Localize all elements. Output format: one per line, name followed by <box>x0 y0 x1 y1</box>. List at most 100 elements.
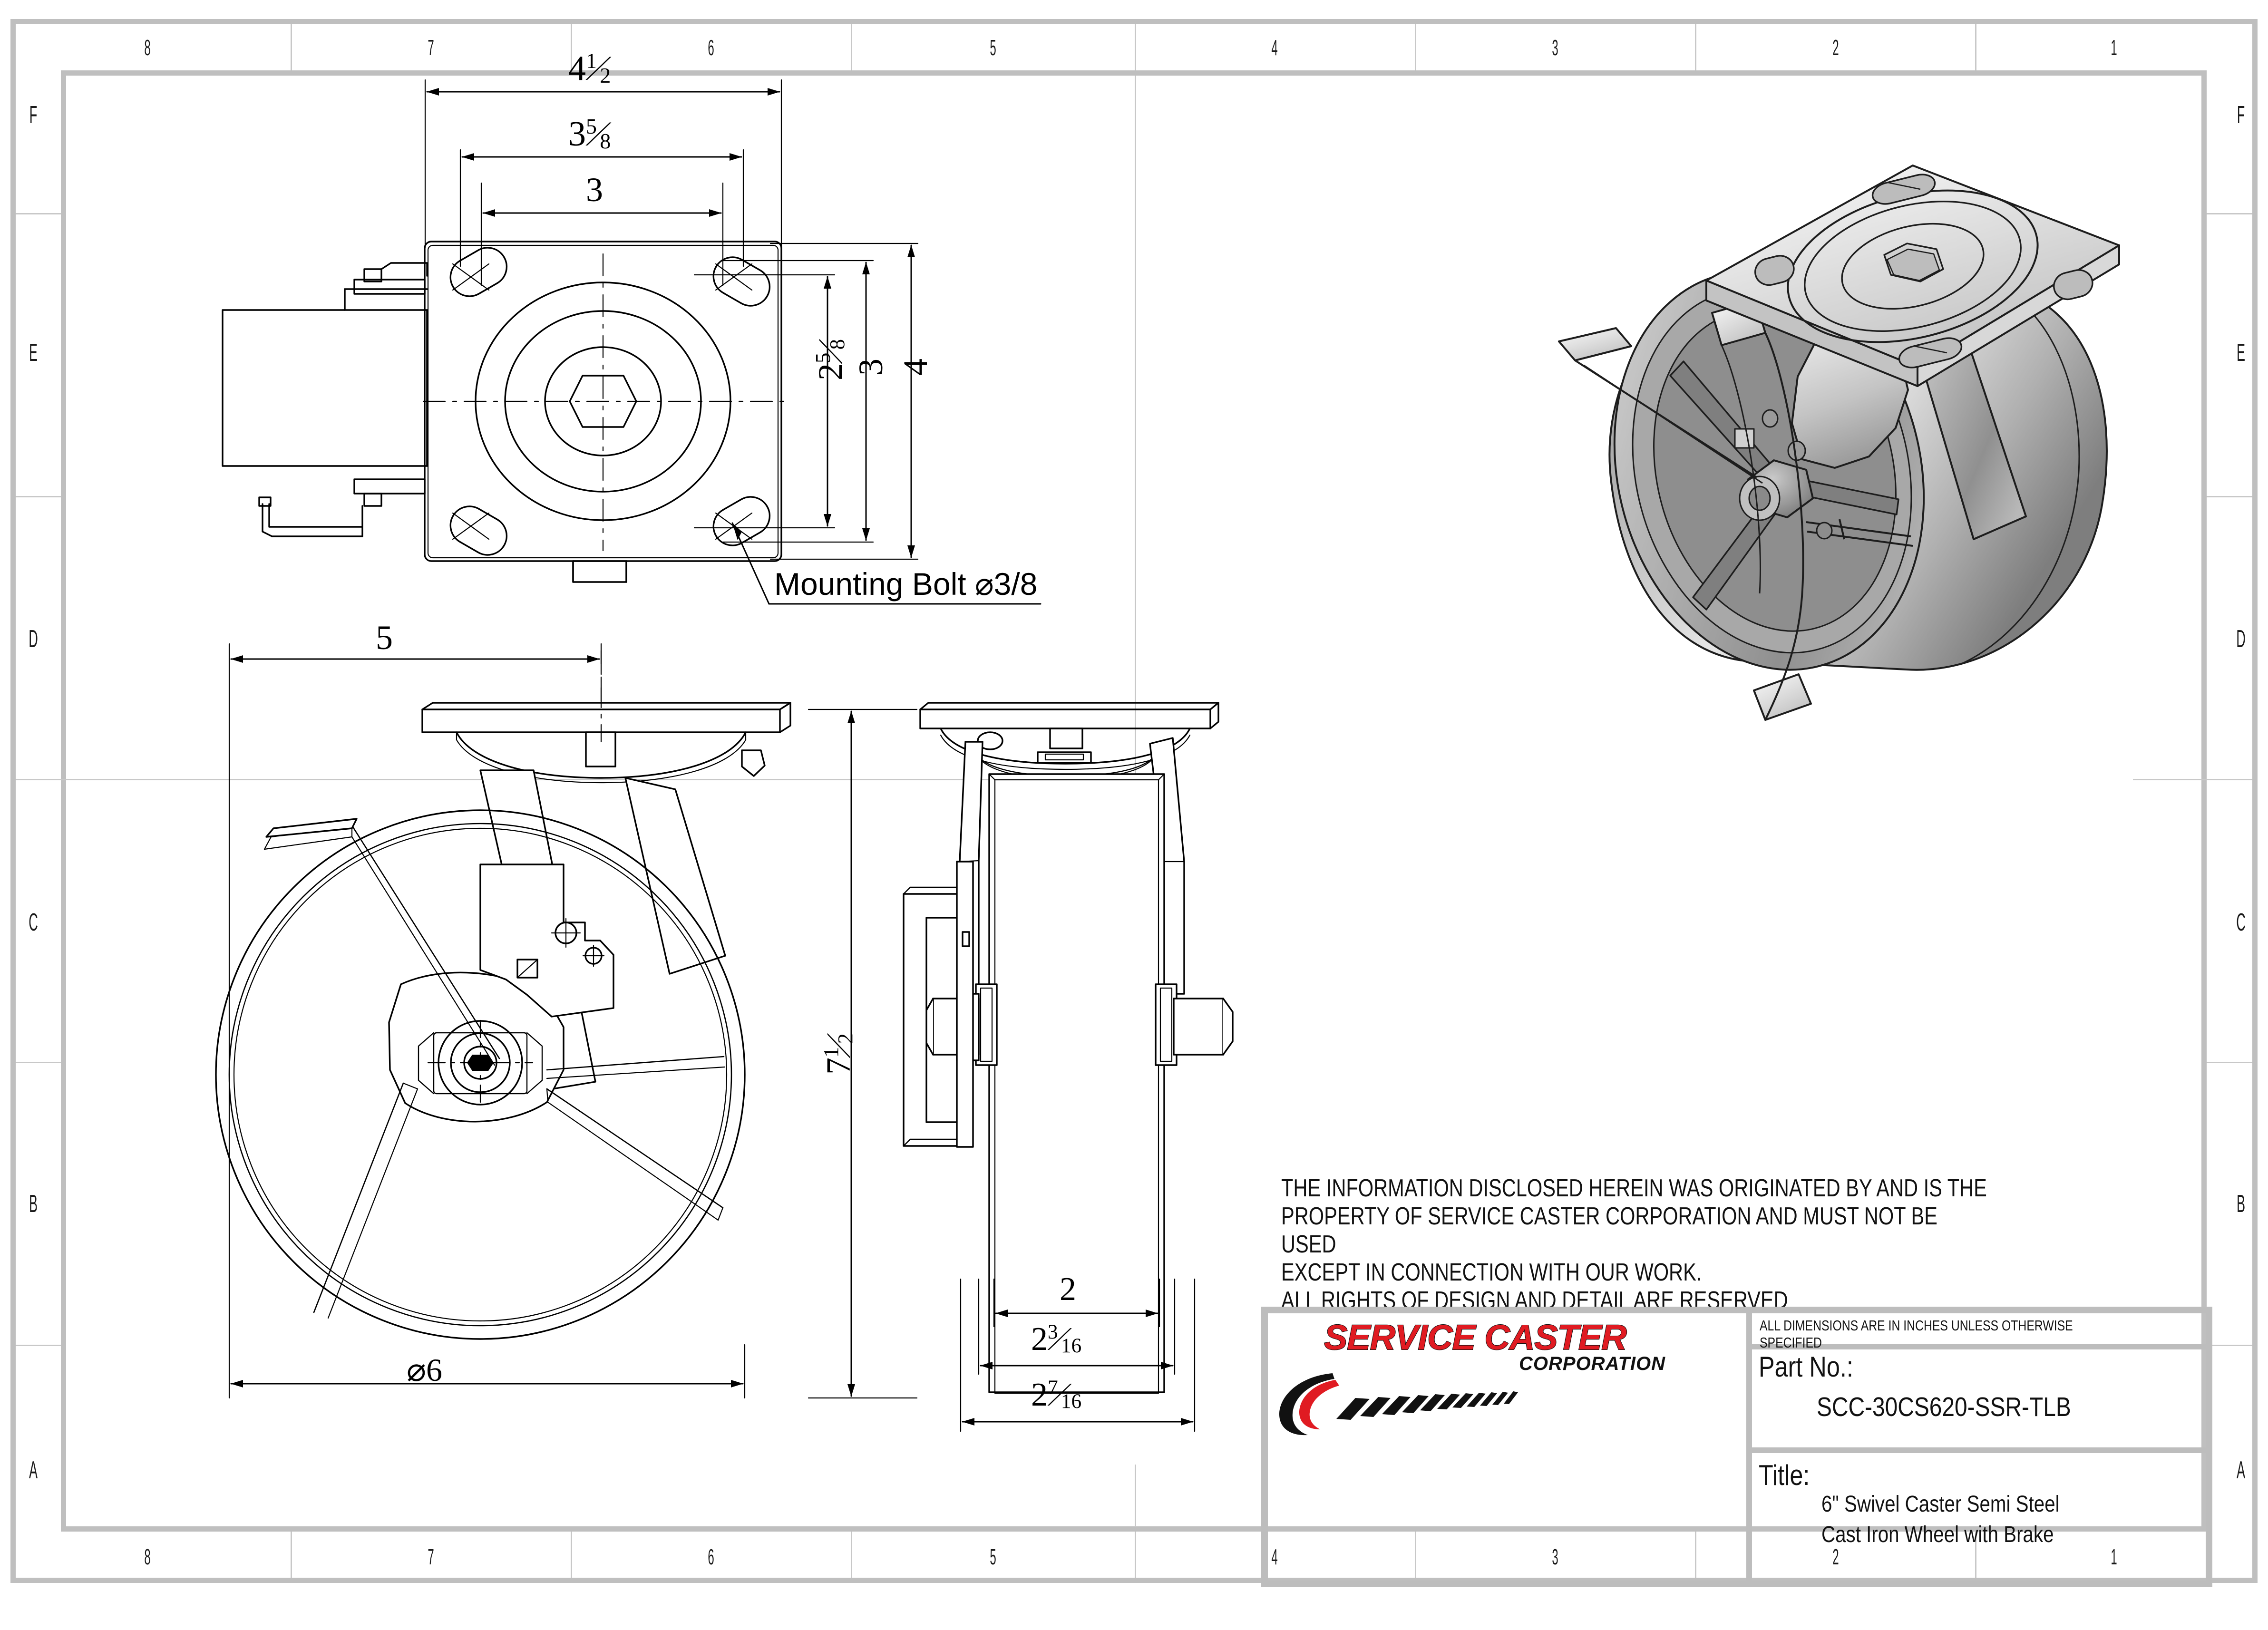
zone-number-bottom-6: 6 <box>708 1544 714 1569</box>
drawing-title-line-2: Cast Iron Wheel with Brake <box>1821 1522 2054 1547</box>
title-block: SERVICE CASTER CORPORATION ALL DIMENSION… <box>1261 1307 2212 1587</box>
title-block-border-left <box>1261 1307 1268 1587</box>
dim-plate-width-overall <box>424 79 782 248</box>
logo-swoosh-graphic <box>1279 1373 1518 1436</box>
zone-letter-right-D: D <box>2236 625 2246 653</box>
dim-bolt-span-vertical <box>693 274 836 529</box>
zone-tick-top-7 <box>1975 24 1976 70</box>
zone-letter-right-A: A <box>2236 1456 2246 1484</box>
zone-number-bottom-5: 5 <box>990 1544 996 1569</box>
zone-tick-bottom-3 <box>851 1532 852 1578</box>
zone-tick-bottom-1 <box>291 1532 292 1578</box>
units-note: ALL DIMENSIONS ARE IN INCHES UNLESS OTHE… <box>1760 1317 2202 1351</box>
border-outer-bottom <box>10 1578 2258 1583</box>
border-outer-left <box>10 19 16 1583</box>
side-elevation-view-geometry <box>215 650 791 1340</box>
sheet-center-split-lower <box>1135 1465 1136 1527</box>
disclaimer-line-2: PROPERTY OF SERVICE CASTER CORPORATION A… <box>1281 1203 1937 1258</box>
disclaimer-line-1: THE INFORMATION DISCLOSED HEREIN WAS ORI… <box>1281 1174 1987 1202</box>
zone-tick-top-4 <box>1135 24 1136 70</box>
zone-number-top-3: 3 <box>1552 35 1558 60</box>
zone-letter-right-C: C <box>2236 909 2246 936</box>
zone-tick-bottom-4 <box>1135 1532 1136 1578</box>
units-note-text: ALL DIMENSIONS ARE IN INCHES UNLESS OTHE… <box>1760 1317 2073 1351</box>
zone-number-bottom-3: 3 <box>1552 1544 1558 1569</box>
title-block-border-right <box>2206 1307 2212 1587</box>
part-number-value: SCC-30CS620-SSR-TLB <box>1817 1392 2071 1422</box>
zone-tick-left-4 <box>16 1062 61 1063</box>
dim-swivel-offset-width <box>228 643 602 1399</box>
zone-number-top-6: 6 <box>708 35 714 60</box>
sheet-center-split-upper <box>1135 76 1136 779</box>
drawing-title-line-1: 6" Swivel Caster Semi Steel <box>1821 1492 2060 1517</box>
zone-tick-right-3 <box>2207 779 2252 780</box>
zone-number-bottom-8: 8 <box>144 1544 151 1569</box>
dim-plate-depth-inner <box>722 260 874 543</box>
leader-label-mounting-bolt: Mounting Bolt ⌀3/8 <box>774 566 1038 602</box>
zone-tick-left-1 <box>16 213 61 214</box>
zone-letter-right-B: B <box>2236 1190 2246 1218</box>
zone-letter-left-F: F <box>29 101 38 129</box>
isometric-3d-view-geometry <box>1558 165 2120 721</box>
dim-wheel-diameter <box>230 1344 746 1399</box>
title-block-divider-vertical <box>1746 1313 1752 1581</box>
logo-sub-text: CORPORATION <box>1519 1353 1666 1374</box>
disclaimer-line-3: EXCEPT IN CONNECTION WITH OUR WORK. <box>1281 1259 1702 1286</box>
service-caster-logo <box>1276 1369 1733 1436</box>
zone-number-top-2: 2 <box>1832 35 1839 60</box>
dim-label-wheel-diameter: ⌀6 <box>407 1352 442 1388</box>
zone-letter-left-D: D <box>29 625 38 653</box>
title-block-divider-units <box>1752 1344 2206 1349</box>
zone-letter-right-F: F <box>2237 101 2245 129</box>
top-plan-view-geometry <box>222 241 786 583</box>
zone-number-top-1: 1 <box>2111 35 2117 60</box>
zone-letter-left-B: B <box>29 1190 38 1218</box>
zone-letter-left-E: E <box>29 339 38 367</box>
zone-number-top-4: 4 <box>1271 35 1278 60</box>
zone-tick-right-4 <box>2207 1062 2252 1063</box>
border-inner-top <box>61 70 2207 76</box>
zone-tick-left-2 <box>16 496 61 497</box>
zone-tick-top-1 <box>291 24 292 70</box>
title-block-border-bottom <box>1261 1581 2212 1587</box>
zone-letter-right-E: E <box>2236 339 2246 367</box>
zone-number-top-7: 7 <box>428 35 434 60</box>
zone-tick-right-2 <box>2207 496 2252 497</box>
zone-tick-left-5 <box>16 1345 61 1346</box>
company-logo-cell: SERVICE CASTER CORPORATION <box>1268 1313 1746 1581</box>
sheet-mid-rule-left <box>61 779 1138 780</box>
logo-main-text: SERVICE CASTER <box>1324 1317 1627 1358</box>
dim-label-bolt-span-inner: 3 <box>586 171 603 209</box>
dim-plate-depth-overall <box>769 243 919 560</box>
zone-tick-top-5 <box>1415 24 1416 70</box>
zone-number-bottom-4: 4 <box>1271 1544 1278 1569</box>
zone-number-top-5: 5 <box>990 35 996 60</box>
border-inner-bottom <box>61 1526 2207 1532</box>
zone-number-top-8: 8 <box>144 35 151 60</box>
zone-number-bottom-2: 2 <box>1832 1544 1839 1569</box>
dim-label-plate-depth-overall: 4 <box>896 359 934 376</box>
title-block-border-top <box>1261 1307 2212 1313</box>
dim-label-plate-depth-inner: 3 <box>852 359 890 376</box>
border-outer-top <box>10 19 2258 24</box>
drawing-title-label: Title: <box>1759 1459 1810 1491</box>
zone-tick-bottom-6 <box>1695 1532 1696 1578</box>
zone-letter-left-C: C <box>29 909 38 936</box>
zone-letter-left-A: A <box>29 1456 38 1484</box>
border-inner-left <box>61 70 66 1532</box>
zone-tick-bottom-7 <box>1975 1532 1976 1578</box>
dim-label-swivel-offset-width: 5 <box>376 619 393 657</box>
border-outer-right <box>2252 19 2258 1583</box>
zone-tick-bottom-5 <box>1415 1532 1416 1578</box>
part-number-label: Part No.: <box>1759 1351 1853 1383</box>
zone-tick-bottom-2 <box>571 1532 572 1578</box>
zone-tick-top-6 <box>1695 24 1696 70</box>
disclaimer-text-block: THE INFORMATION DISCLOSED HEREIN WAS ORI… <box>1281 1174 2175 1315</box>
title-block-divider-title <box>1752 1447 2206 1453</box>
